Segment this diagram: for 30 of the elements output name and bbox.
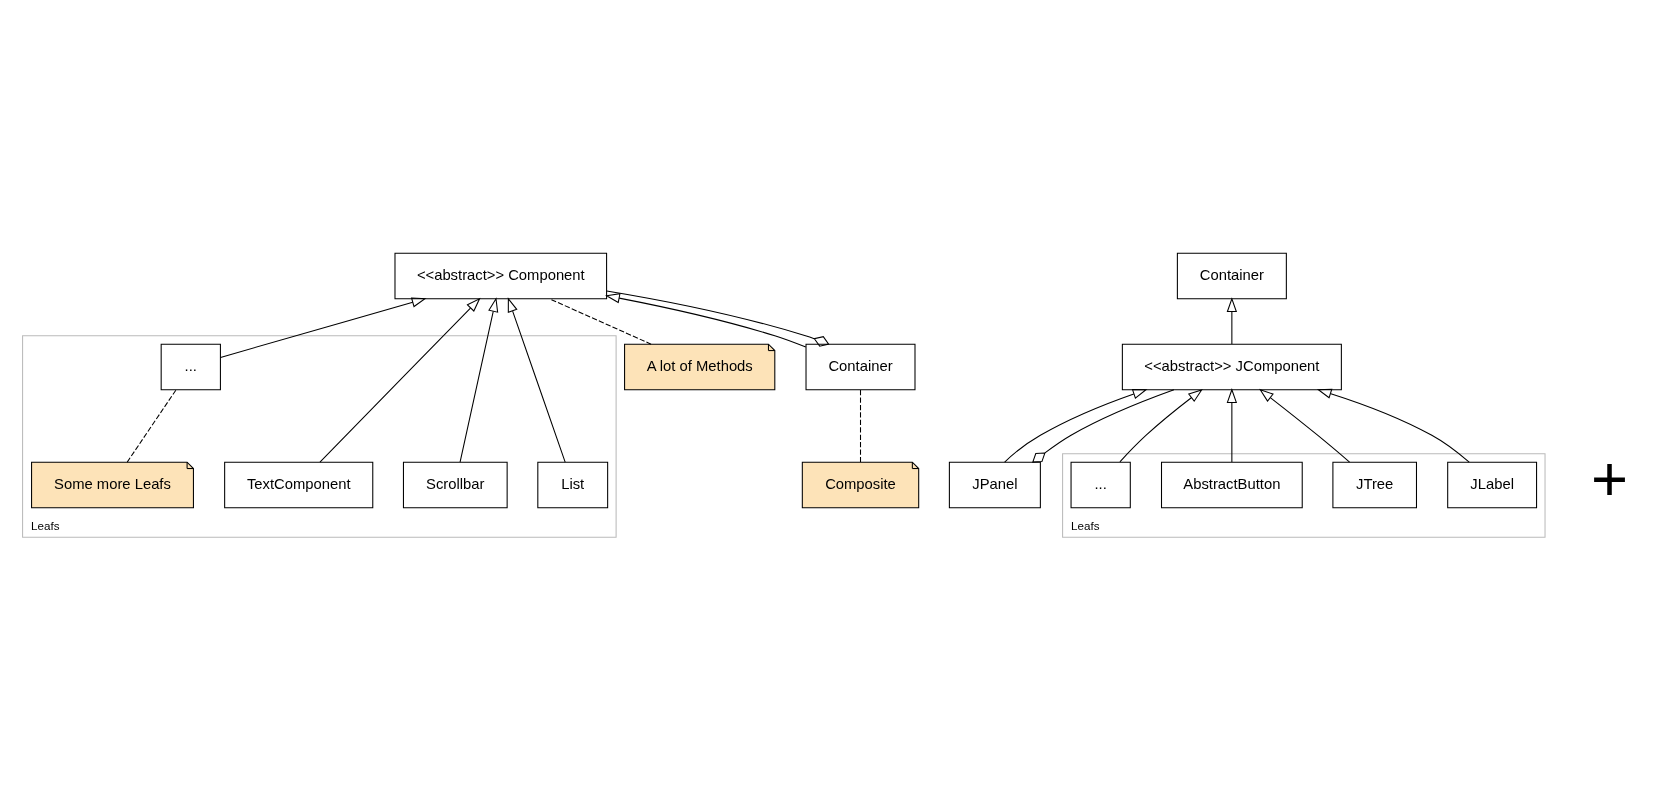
arrow xyxy=(459,296,498,463)
node-box: JLabel xyxy=(1446,461,1537,508)
label: + xyxy=(1590,443,1628,514)
connector xyxy=(859,388,861,463)
node-box: ... xyxy=(1070,461,1131,508)
arrow xyxy=(1316,388,1470,463)
node-box: TextComponent xyxy=(223,461,373,508)
arrow xyxy=(318,297,481,463)
arrow xyxy=(219,296,427,358)
node-box: ... xyxy=(160,343,221,390)
arrow xyxy=(1226,387,1237,463)
node-box: AbstractButton xyxy=(1160,461,1303,508)
node-box: JPanel xyxy=(948,461,1041,508)
arrow xyxy=(1226,296,1237,344)
connector xyxy=(605,289,829,347)
arrow xyxy=(1003,388,1147,463)
connector xyxy=(548,297,652,345)
arrow xyxy=(1258,388,1350,463)
arrow xyxy=(1118,388,1203,462)
arrow xyxy=(604,292,806,348)
connector xyxy=(1031,388,1174,463)
node-box: JTree xyxy=(1331,461,1417,508)
node-box: Container xyxy=(805,343,915,390)
node-box: <<abstract>> JComponent xyxy=(1121,343,1342,390)
arrow xyxy=(507,296,566,463)
node-box: List xyxy=(536,461,608,508)
node-box: Container xyxy=(1176,252,1287,299)
connector xyxy=(126,388,177,463)
node-box: Scrollbar xyxy=(402,461,508,508)
node-box: <<abstract>> Component xyxy=(393,252,607,299)
